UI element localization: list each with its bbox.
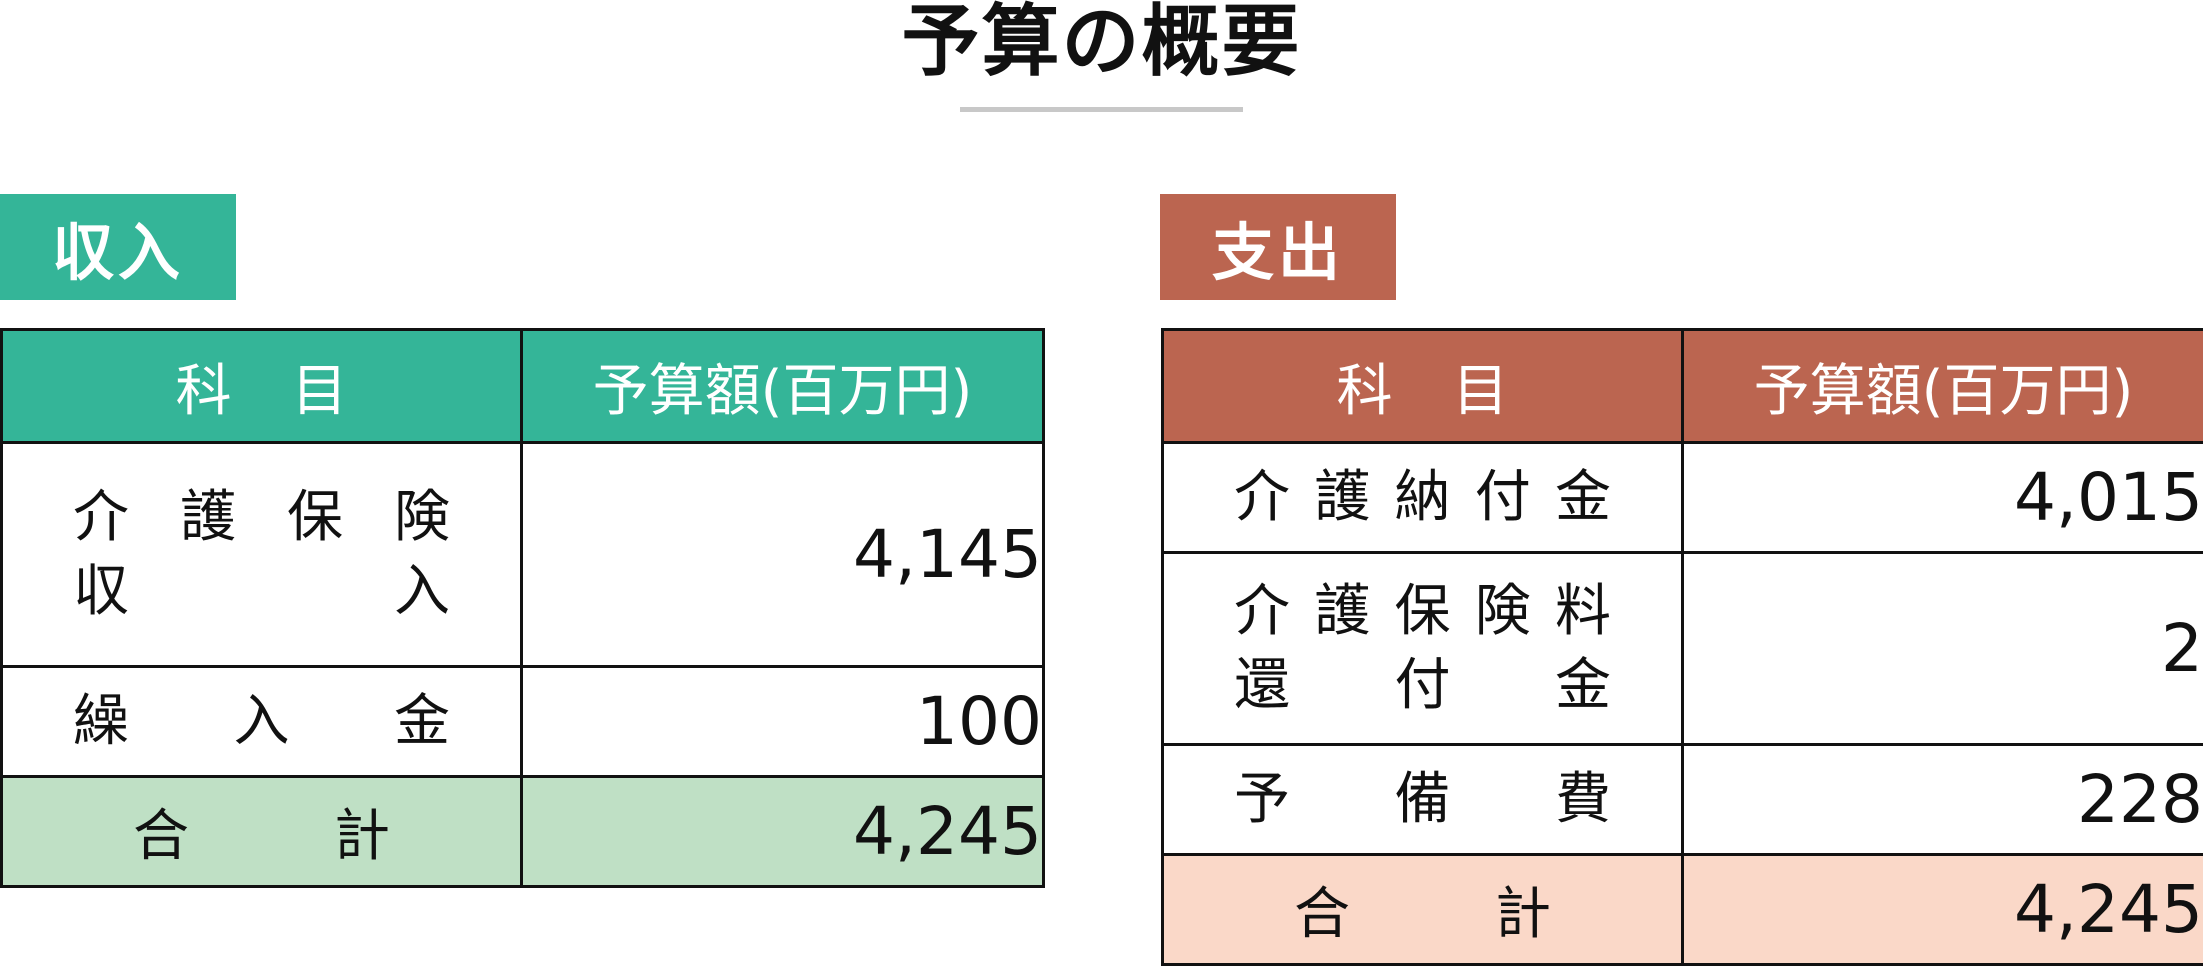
expense-item-cell: 介 護 納 付 金: [1161, 441, 1684, 554]
expense-amount-cell: 228: [1681, 743, 2203, 856]
item-char: 介: [1234, 464, 1290, 530]
item-char: 費: [1555, 766, 1611, 832]
item-char: 還: [1234, 652, 1290, 718]
item-char: 納: [1394, 464, 1451, 530]
expense-label: 支出: [1160, 194, 1396, 300]
expense-total-row: 合 計 4,245: [1161, 853, 2203, 966]
title-underline: [960, 107, 1243, 112]
item-char: 金: [1555, 464, 1611, 530]
income-item-cell: 介 護 保 険 収 入: [0, 441, 523, 668]
table-row: 予 備 費 228: [1161, 743, 2203, 856]
expense-header-item: 科目: [1161, 328, 1684, 444]
item-char: 備: [1394, 766, 1451, 832]
item-char: 付: [1474, 464, 1531, 530]
item-char: 護: [180, 484, 236, 550]
item-char: 金: [1555, 652, 1611, 718]
item-char: 料: [1555, 578, 1611, 644]
expense-amount-cell: 2: [1681, 551, 2203, 746]
item-char: 入: [394, 558, 450, 624]
income-table: 科目 予算額(百万円) 介 護 保 険 収 入 4,145: [0, 328, 1045, 888]
item-char: 付: [1394, 652, 1451, 718]
item-char: 入: [233, 688, 290, 754]
item-char: 険: [394, 484, 450, 550]
expense-table: 科目 予算額(百万円) 介 護 納 付 金 4,015 介 護: [1161, 328, 2203, 966]
item-char: 護: [1314, 464, 1371, 530]
table-row: 繰 入 金 100: [0, 665, 1045, 778]
income-amount-cell: 100: [520, 665, 1045, 778]
table-row: 介 護 保 険 収 入 4,145: [0, 441, 1045, 668]
item-char: 繰: [73, 688, 129, 754]
income-total-amount: 4,245: [520, 775, 1045, 888]
expense-total-label: 合 計: [1161, 853, 1684, 966]
item-char: 収: [73, 558, 129, 624]
income-header-item: 科目: [0, 328, 523, 444]
expense-header-row: 科目 予算額(百万円): [1161, 328, 2203, 444]
item-char: 保: [1394, 578, 1451, 644]
item-char: 介: [1234, 578, 1290, 644]
expense-header-amount: 予算額(百万円): [1681, 328, 2203, 444]
income-header-amount: 予算額(百万円): [520, 328, 1045, 444]
item-char: 護: [1314, 578, 1371, 644]
expense-amount-cell: 4,015: [1681, 441, 2203, 554]
income-item-cell: 繰 入 金: [0, 665, 523, 778]
table-row: 介 護 保 険 料 還 付 金 2: [1161, 551, 2203, 746]
expense-header-item-text: 科目: [1336, 358, 1569, 424]
item-char: 計: [1495, 882, 1551, 947]
page-title: 予算の概要: [901, 0, 1302, 87]
item-char: 金: [394, 688, 450, 754]
income-header-item-text: 科目: [175, 358, 408, 424]
income-header-row: 科目 予算額(百万円): [0, 328, 1045, 444]
income-total-label: 合 計: [0, 775, 523, 888]
item-char: 計: [334, 804, 390, 869]
item-char: 合: [133, 804, 189, 869]
item-char: 保: [287, 484, 343, 550]
expense-item-cell: 予 備 費: [1161, 743, 1684, 856]
table-row: 介 護 納 付 金 4,015: [1161, 441, 2203, 554]
item-char: 険: [1474, 578, 1531, 644]
income-total-row: 合 計 4,245: [0, 775, 1045, 888]
item-char: 予: [1234, 766, 1290, 832]
item-char: 合: [1294, 882, 1350, 947]
item-char: 介: [73, 484, 129, 550]
expense-item-cell: 介 護 保 険 料 還 付 金: [1161, 551, 1684, 746]
income-amount-cell: 4,145: [520, 441, 1045, 668]
income-label: 収入: [0, 194, 236, 300]
expense-total-amount: 4,245: [1681, 853, 2203, 966]
